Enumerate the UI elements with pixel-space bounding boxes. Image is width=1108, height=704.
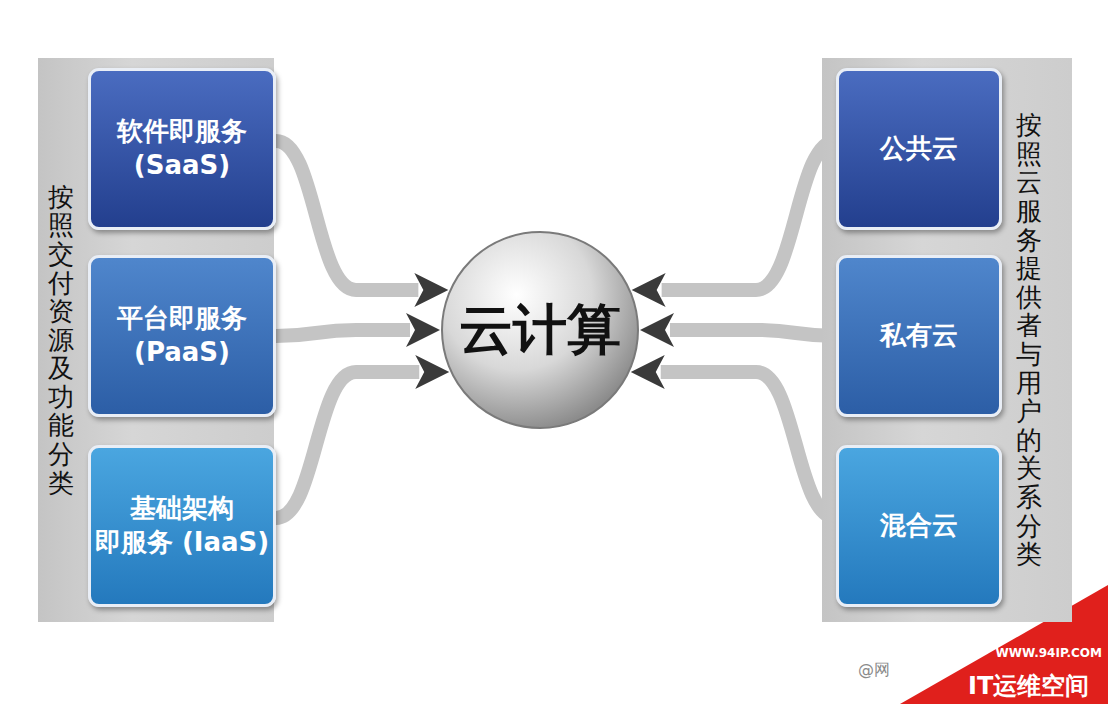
center-title: 云计算: [459, 294, 621, 367]
category-box: 混合云: [836, 445, 1002, 607]
category-box: 平台即服务 (PaaS): [88, 255, 276, 417]
flow-arrow: [661, 372, 836, 518]
group-title: 按照交付资源及功能分类: [48, 183, 74, 498]
flow-arrow: [276, 141, 418, 290]
watermark-url: WWW.94IP.COM: [995, 646, 1102, 660]
category-box: 软件即服务 (SaaS): [88, 68, 276, 230]
flow-arrow: [276, 372, 419, 518]
box-label: 软件即服务 (SaaS): [91, 115, 273, 183]
watermark-text: @网: [858, 660, 890, 681]
group-panel: 公共云私有云混合云 按照云服务提供者与用户的关系分类: [822, 58, 1072, 622]
box-label: 基础架构 即服务 (IaaS): [91, 492, 273, 560]
watermark-brand: IT运维空间: [968, 670, 1089, 702]
category-box: 私有云: [836, 255, 1002, 417]
box-label: 混合云: [880, 509, 958, 543]
group-panel: 软件即服务 (SaaS) 平台即服务 (PaaS) 基础架构 即服务 (IaaS)按…: [38, 58, 274, 622]
category-box: 基础架构 即服务 (IaaS): [88, 445, 276, 607]
category-box: 公共云: [836, 68, 1002, 230]
flow-arrow: [276, 330, 410, 336]
box-label: 公共云: [880, 132, 958, 166]
flow-arrow: [670, 330, 836, 336]
flow-arrow: [662, 141, 836, 290]
box-label: 平台即服务 (PaaS): [91, 302, 273, 370]
center-circle: 云计算: [440, 230, 640, 430]
circle-outline: [442, 232, 638, 428]
box-label: 私有云: [880, 319, 958, 353]
group-title: 按照云服务提供者与用户的关系分类: [1016, 111, 1042, 569]
